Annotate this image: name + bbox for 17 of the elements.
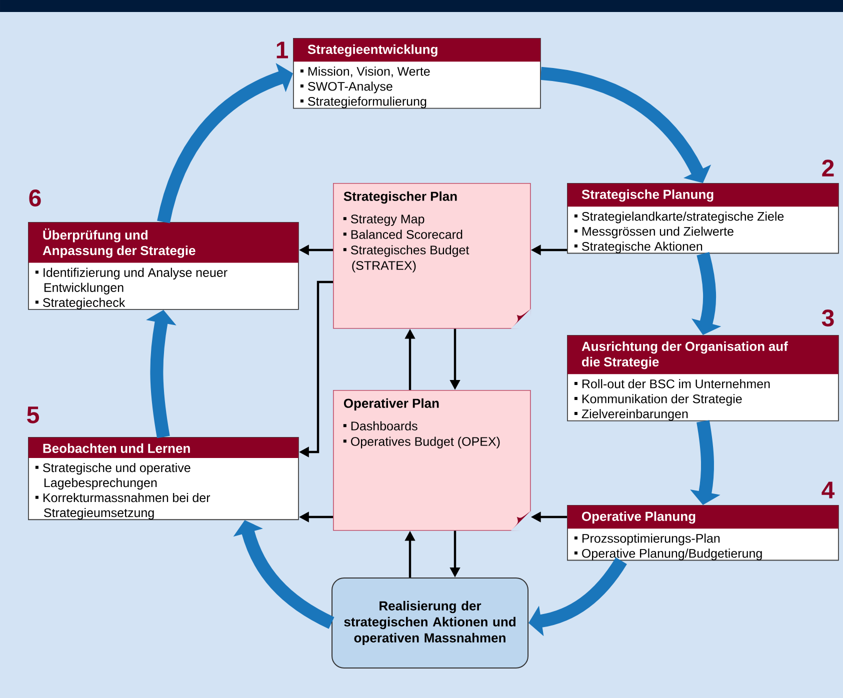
step-number: 1 xyxy=(276,42,288,58)
arrow xyxy=(540,66,712,183)
phase-box: Strategische Planung Strategielandkarte/strategische Ziele Messgrössen und Zielwerte Strategische Aktionen xyxy=(567,182,839,254)
step-number: 6 xyxy=(29,190,41,206)
phase-box: Beobachten und Lernen Strategische und operative Lagebesprechungen Korrekturmassnahmen bei der Strategieumsetzung xyxy=(28,436,299,520)
plan-sheet: Operativer Plan Dashboards Operatives Budget (OPEX) xyxy=(333,390,531,531)
result-box: Realisierung der strategischen Aktionen und operativen Massnahmen xyxy=(332,577,528,668)
phase-box: Operative Planung Prozssoptimierungs-Plan Operative Planung/Budgetierung xyxy=(567,504,839,561)
phase-box: Überprüfung und Anpassung der Strategie Identifizierung und Analyse neuer Entwicklungen Strategiecheck xyxy=(28,222,299,310)
step-number: 3 xyxy=(822,309,834,326)
phase-box: Ausrichtung der Organisation auf die Strategie Roll-out der BSC im Unternehmen Kommunikation der Strategie Zielvereinbarungen xyxy=(567,335,839,422)
phase-box: Strategieentwicklung Mission, Vision, Werte SWOT-Analyse Strategieformulierung xyxy=(293,38,541,109)
step-number: 2 xyxy=(822,160,834,176)
arrow xyxy=(157,63,293,224)
step-number: 5 xyxy=(27,406,39,424)
plan-sheet: Strategischer Plan Strategy Map Balanced Scorecard Strategisches Budget (STRATEX) xyxy=(333,182,531,329)
step-number: 4 xyxy=(822,482,835,498)
